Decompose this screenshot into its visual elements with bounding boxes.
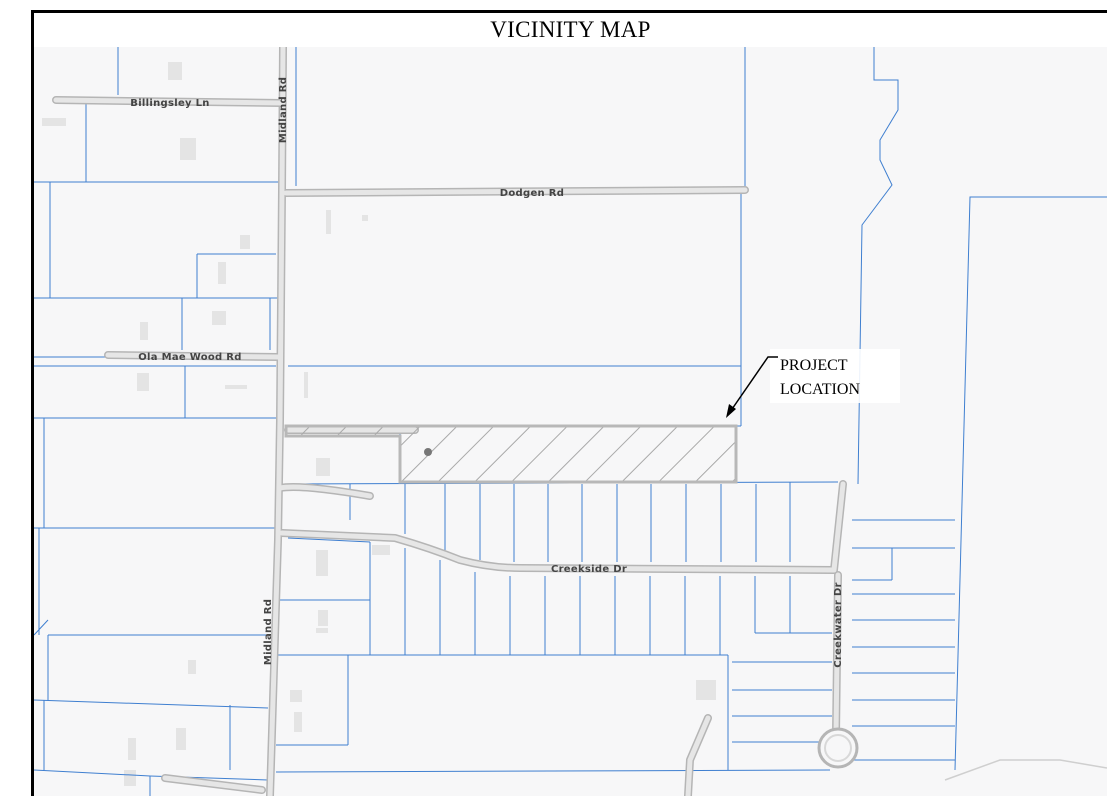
label-dodgen: Dodgen Rd: [500, 188, 564, 199]
callout-line1: PROJECT: [780, 357, 848, 374]
callout-line2: LOCATION: [780, 381, 860, 398]
label-ola-mae-wood: Ola Mae Wood Rd: [138, 352, 242, 363]
vicinity-map[interactable]: Billingsley Ln Midland Rd Dodgen Rd Ola …: [34, 47, 1107, 796]
road-labels: Billingsley Ln Midland Rd Dodgen Rd Ola …: [130, 77, 844, 668]
building-footprints: [42, 62, 716, 786]
project-location-callout: PROJECT LOCATION: [726, 349, 900, 418]
label-midland-north: Midland Rd: [278, 77, 289, 143]
project-location-area[interactable]: [284, 424, 738, 484]
label-midland-south: Midland Rd: [263, 599, 274, 665]
location-marker-icon: [424, 448, 432, 456]
map-title: VICINITY MAP: [34, 13, 1107, 50]
label-creekwater: Creekwater Dr: [833, 582, 844, 668]
trail-line: [944, 759, 1107, 781]
label-creekside: Creekside Dr: [551, 564, 627, 575]
parcel-boundaries: [34, 47, 1107, 796]
label-billingsley: Billingsley Ln: [130, 98, 209, 109]
